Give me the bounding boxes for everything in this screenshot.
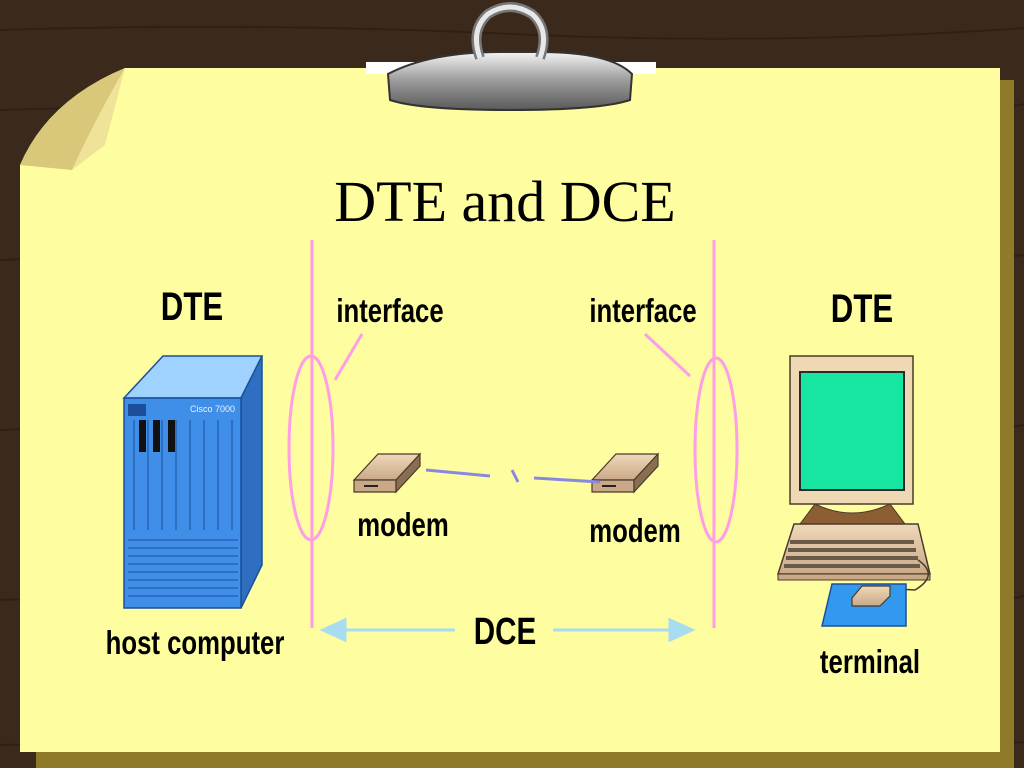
interface-right-label: interface — [589, 292, 697, 329]
dte-right-label: DTE — [830, 287, 894, 331]
note-paper — [20, 68, 1014, 768]
modem-left-label: modem — [357, 506, 449, 543]
interface-left-label: interface — [336, 292, 444, 329]
terminal-label: terminal — [819, 643, 921, 680]
binder-clip-icon — [366, 2, 656, 112]
dte-left-label: DTE — [160, 285, 224, 329]
server-badge-label: Cisco 7000 — [189, 404, 235, 414]
host-computer-label: host computer — [105, 624, 285, 661]
terminal-icon — [776, 355, 931, 591]
modem-icon — [590, 452, 660, 494]
dce-arrow — [319, 617, 696, 643]
modem-right-label: modem — [589, 512, 681, 549]
modem-icon — [352, 452, 422, 494]
boundary-lines — [287, 240, 739, 628]
dce-label: DCE — [473, 611, 537, 653]
slide-title: DTE and DCE — [334, 169, 676, 234]
modem-link — [425, 468, 601, 484]
server-icon — [122, 355, 264, 609]
mouse-icon — [821, 583, 907, 627]
